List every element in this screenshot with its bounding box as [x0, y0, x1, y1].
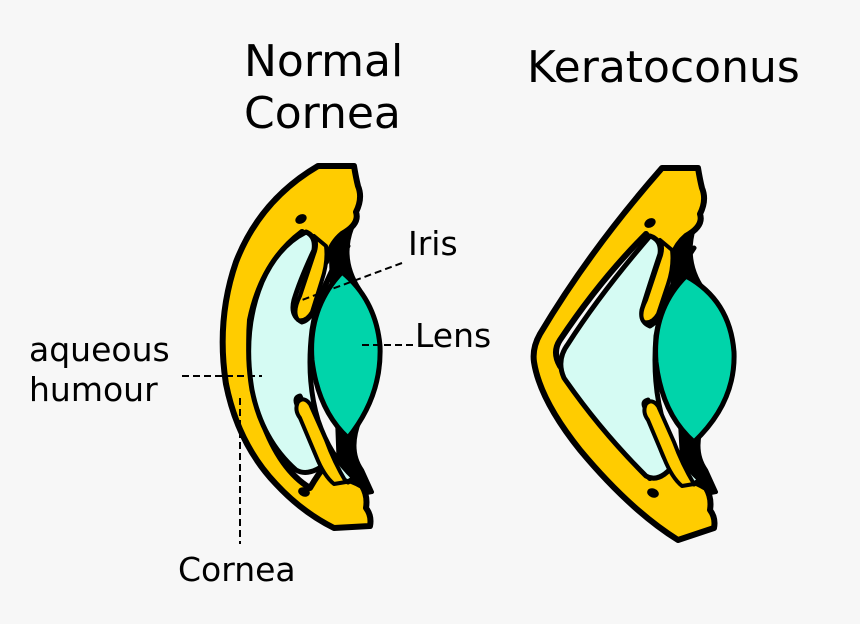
- iris-label: Iris: [408, 224, 458, 263]
- cornea-label: Cornea: [178, 550, 296, 589]
- aqueous-humour-label: aqueous humour: [29, 330, 170, 409]
- kerato-iris-top: [639, 238, 675, 325]
- normal-lens: [309, 269, 383, 441]
- keratoconus-eye: [530, 165, 737, 543]
- kerato-canal-dot-top: [644, 218, 656, 228]
- normal-cornea-shell: [219, 163, 374, 531]
- kerato-canal-dot-bottom: [647, 488, 659, 498]
- lens-label: Lens: [415, 316, 492, 355]
- normal-cornea-title: Normal Cornea: [244, 36, 404, 139]
- normal-iris-bottom: [294, 397, 348, 486]
- kerato-lens: [653, 273, 737, 445]
- normal-eye: [219, 163, 383, 531]
- leader-lines: [182, 262, 413, 544]
- normal-canal-dot-top: [295, 214, 307, 224]
- keratoconus-title: Keratoconus: [527, 42, 800, 93]
- iris-leader-line: [301, 262, 403, 301]
- kerato-iris-bottom: [642, 399, 696, 488]
- normal-canal-dot-bottom: [298, 487, 310, 497]
